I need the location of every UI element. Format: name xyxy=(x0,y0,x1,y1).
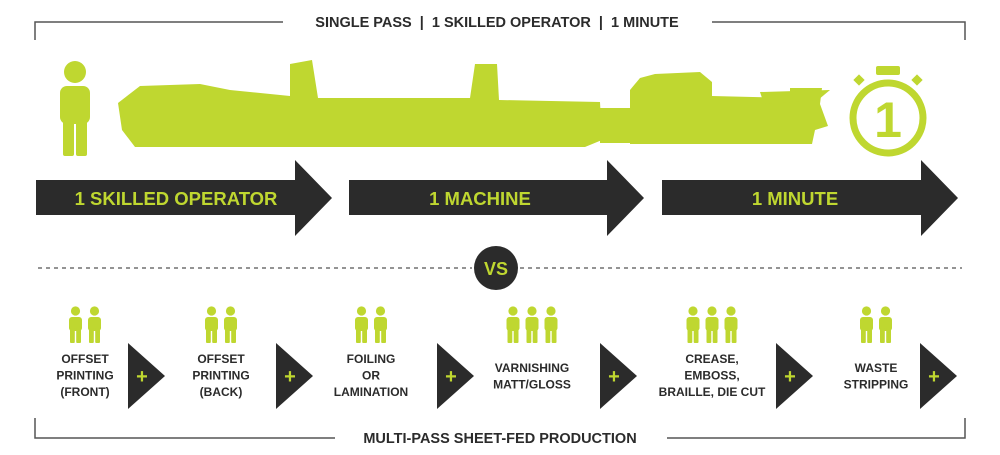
step-label-line: LAMINATION xyxy=(334,385,408,399)
operator-icon xyxy=(69,306,82,343)
top-frame-left-line xyxy=(34,21,283,40)
footer-title: MULTI-PASS SHEET-FED PRODUCTION xyxy=(363,431,636,447)
plus-arrow xyxy=(600,343,637,409)
operator-icon xyxy=(88,306,101,343)
step-label-line: FOILING xyxy=(347,352,396,366)
vs-divider: VS xyxy=(38,246,962,290)
plus-sign: + xyxy=(445,366,457,388)
step-label-line: OFFSET xyxy=(197,352,245,366)
plus-sign: + xyxy=(284,366,296,388)
operator-icon xyxy=(506,306,520,343)
step-label-line: EMBOSS, xyxy=(684,369,739,383)
bottom-frame: MULTI-PASS SHEET-FED PRODUCTION xyxy=(34,418,966,447)
process-step: VARNISHING MATT/GLOSS + xyxy=(493,306,637,409)
stopwatch-icon: 1 xyxy=(849,66,927,157)
plus-arrow xyxy=(920,343,957,409)
process-step: OFFSET PRINTING (FRONT) + xyxy=(56,306,165,409)
process-step: WASTE STRIPPING + xyxy=(844,306,957,409)
press-machine-icon xyxy=(118,60,830,147)
plus-sign: + xyxy=(136,366,148,388)
plus-arrow xyxy=(276,343,313,409)
header-title: SINGLE PASS | 1 SKILLED OPERATOR | 1 MIN… xyxy=(315,15,679,31)
top-frame: SINGLE PASS | 1 SKILLED OPERATOR | 1 MIN… xyxy=(34,15,966,40)
operator-icon xyxy=(879,306,892,343)
operator-icon xyxy=(355,306,368,343)
step-label-line: STRIPPING xyxy=(844,378,909,392)
process-step: CREASE, EMBOSS, BRAILLE, DIE CUT + xyxy=(659,306,813,409)
arrow-minute: 1 MINUTE xyxy=(662,160,958,236)
timer-number: 1 xyxy=(874,92,902,148)
vs-badge xyxy=(474,246,518,290)
arrow-minute-label: 1 MINUTE xyxy=(752,188,838,209)
operator-icon xyxy=(205,306,218,343)
operator-icon xyxy=(374,306,387,343)
step-label-line: MATT/GLOSS xyxy=(493,378,571,392)
step-label-line: WASTE xyxy=(855,361,898,375)
operator-icon xyxy=(224,306,237,343)
plus-sign: + xyxy=(608,366,620,388)
arrow-machine: 1 MACHINE xyxy=(349,160,644,236)
operator-icon xyxy=(544,306,558,343)
step-label-line: OFFSET xyxy=(61,352,109,366)
plus-arrow xyxy=(128,343,165,409)
multi-pass-steps: OFFSET PRINTING (FRONT) + OFFSET PRINTING (BAC… xyxy=(56,306,957,409)
bottom-frame-left-line xyxy=(34,418,335,439)
step-label-line: BRAILLE, DIE CUT xyxy=(659,385,766,399)
step-label-line: VARNISHING xyxy=(495,361,569,375)
operator-icon xyxy=(525,306,539,343)
vs-label: VS xyxy=(484,259,508,279)
step-label-line: (BACK) xyxy=(200,385,243,399)
operator-icon xyxy=(686,306,700,343)
plus-sign: + xyxy=(928,366,940,388)
step-label-line: PRINTING xyxy=(192,369,249,383)
operator-icon xyxy=(724,306,738,343)
arrow-machine-label: 1 MACHINE xyxy=(429,188,531,209)
top-frame-right-line xyxy=(712,21,966,40)
operator-person-icon xyxy=(60,61,90,156)
operator-icon xyxy=(860,306,873,343)
arrow-operator: 1 SKILLED OPERATOR xyxy=(36,160,332,236)
plus-arrow xyxy=(776,343,813,409)
step-label-line: PRINTING xyxy=(56,369,113,383)
step-label-line: (FRONT) xyxy=(60,385,109,399)
step-label-line: CREASE, xyxy=(685,352,738,366)
arrow-operator-label: 1 SKILLED OPERATOR xyxy=(75,188,278,209)
plus-sign: + xyxy=(784,366,796,388)
plus-arrow xyxy=(437,343,474,409)
operator-icon xyxy=(705,306,719,343)
bottom-frame-right-line xyxy=(667,418,966,439)
step-label-line: OR xyxy=(362,369,380,383)
process-step: FOILING OR LAMINATION + xyxy=(334,306,474,409)
process-step: OFFSET PRINTING (BACK) + xyxy=(192,306,313,409)
